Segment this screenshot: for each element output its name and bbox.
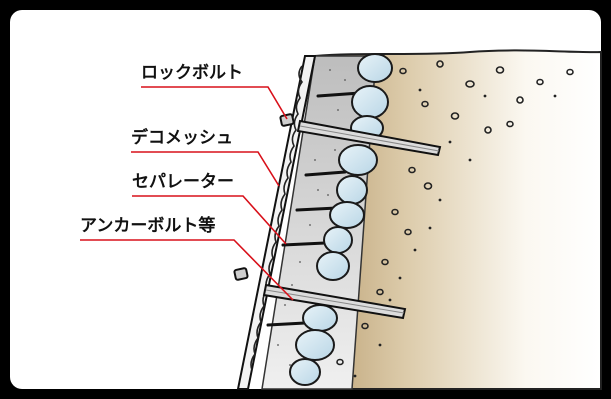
label-anchor-bolt: アンカーボルト等 xyxy=(80,215,215,236)
bolt-heads xyxy=(233,113,295,281)
stone xyxy=(329,201,365,229)
soil-dots xyxy=(353,88,557,378)
stone xyxy=(338,144,378,176)
stone xyxy=(289,358,321,386)
stone xyxy=(351,85,389,119)
lower-anchor-bar xyxy=(262,283,407,320)
stone xyxy=(323,226,353,254)
leader-separator xyxy=(132,195,287,245)
label-separator: セパレーター xyxy=(132,172,234,192)
wall-cross-section xyxy=(233,49,602,390)
concrete-joints xyxy=(266,91,362,327)
leader-deco-mesh xyxy=(131,151,280,187)
soil-pebbles xyxy=(336,60,574,366)
leader-rock-bolt xyxy=(141,86,288,120)
stone xyxy=(316,251,350,281)
leader-anchor-bolt xyxy=(80,239,294,301)
upper-anchor-bar xyxy=(296,119,442,157)
stone xyxy=(302,304,338,332)
callouts: ロックボルト デコメッシュ セパレーター アンカーボルト等 xyxy=(80,63,294,301)
concrete-texture xyxy=(277,69,346,366)
deco-mesh-surface xyxy=(250,65,303,371)
stone xyxy=(295,329,335,361)
stone xyxy=(336,175,368,205)
stone xyxy=(357,53,393,83)
label-deco-mesh: デコメッシュ xyxy=(131,127,233,148)
label-rock-bolt: ロックボルト xyxy=(141,63,243,83)
facing-wall xyxy=(236,55,317,390)
